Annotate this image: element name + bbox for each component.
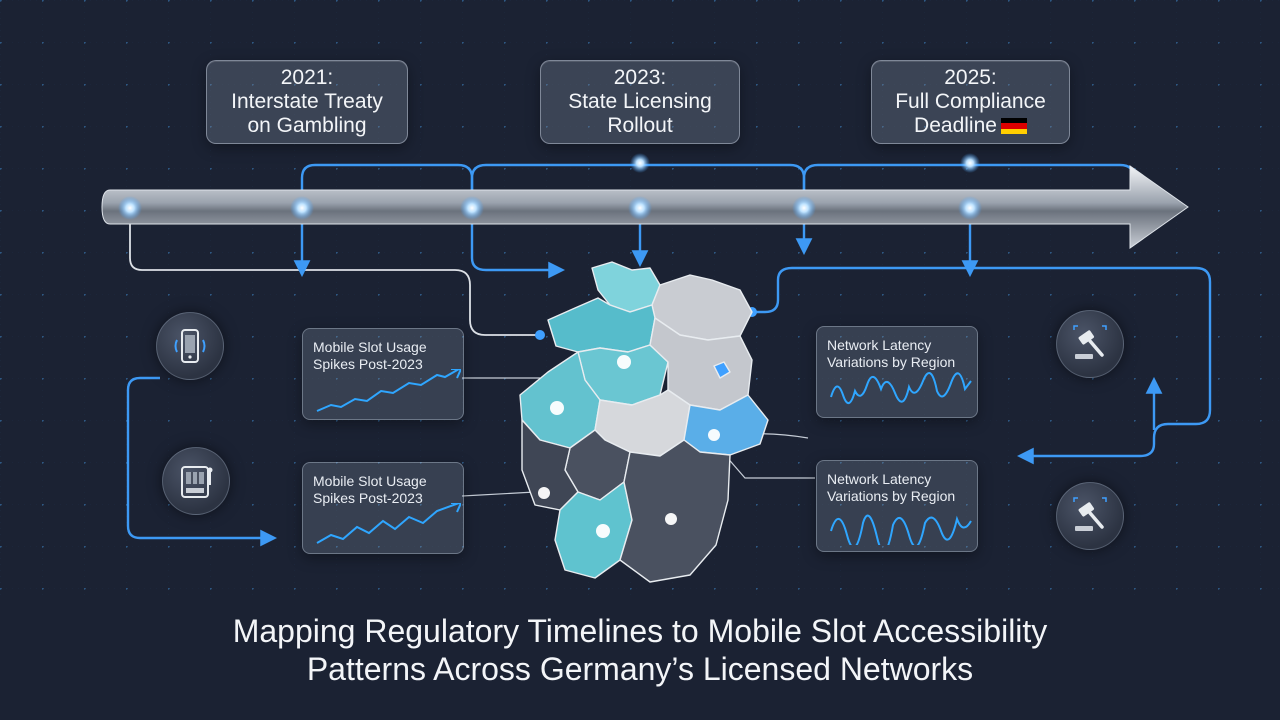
- map-marker: [550, 401, 564, 415]
- card-subtitle: Spikes Post-2023: [313, 356, 423, 372]
- milestone-label: Rollout: [607, 114, 673, 137]
- timeline-node: [290, 196, 314, 220]
- milestone-label: Full Compliance: [895, 90, 1046, 113]
- gavel-badge-bottom: [1056, 482, 1124, 550]
- info-card-network-latency-1: Network Latency Variations by Region: [816, 326, 978, 418]
- wave-line-icon: [830, 514, 972, 545]
- card-title: Mobile Slot Usage: [313, 339, 427, 355]
- slot-machine-icon: [181, 466, 213, 498]
- milestone-year: 2021:: [280, 66, 334, 89]
- milestone-label-text: Deadline: [914, 114, 997, 137]
- card-title: Mobile Slot Usage: [313, 473, 427, 489]
- connector-to-map: [470, 208, 566, 279]
- timeline-node: [792, 196, 816, 220]
- card-subtitle: Spikes Post-2023: [313, 490, 423, 506]
- milestone-year: 2023:: [613, 66, 667, 89]
- map-region-bavaria: [619, 439, 731, 583]
- page-title-line1: Mapping Regulatory Timelines to Mobile S…: [232, 613, 1048, 649]
- map-marker: [665, 513, 677, 525]
- germany-map: [519, 261, 769, 583]
- milestone-year: 2025:: [944, 66, 997, 89]
- info-card-network-latency-2: Network Latency Variations by Region: [816, 460, 978, 552]
- connector-left-loop-arrow: [126, 376, 278, 547]
- milestone-label: Deadline: [872, 114, 1069, 138]
- connector-to-mobile-card: [129, 208, 540, 336]
- map-marker: [617, 355, 631, 369]
- milestone-2025: 2025: Full Compliance Deadline: [871, 60, 1070, 144]
- milestone-2023: 2023: State Licensing Rollout: [540, 60, 740, 144]
- map-region-berlin: [713, 361, 731, 379]
- wave-line-icon: [830, 372, 972, 404]
- page-title-line2: Patterns Across Germany’s Licensed Netwo…: [306, 651, 974, 687]
- germany-flag-icon: [1000, 118, 1027, 134]
- connector-card2-map: [461, 491, 536, 497]
- card-subtitle: Variations by Region: [827, 488, 956, 504]
- gavel-icon: [1073, 497, 1107, 531]
- map-markers: [538, 355, 720, 538]
- trend-line-icon: [316, 369, 461, 412]
- timeline-node: [460, 196, 484, 220]
- map-marker: [708, 429, 720, 441]
- gavel-icon: [1073, 325, 1107, 359]
- timeline-node: [958, 196, 982, 220]
- page-title: Mapping Regulatory Timelines to Mobile S…: [0, 612, 1280, 688]
- milestone-label: State Licensing: [568, 90, 712, 113]
- smartphone-badge: [156, 312, 224, 380]
- timeline-node-top: [960, 153, 980, 173]
- card-title: Network Latency: [827, 471, 932, 487]
- slot-machine-badge: [162, 447, 230, 515]
- trend-line-icon: [316, 503, 461, 544]
- map-marker: [538, 487, 550, 499]
- timeline-node: [118, 196, 142, 220]
- connector-junction: [535, 330, 545, 340]
- map-marker: [596, 524, 610, 538]
- milestone-label: Interstate Treaty: [231, 90, 383, 113]
- gavel-badge-top: [1056, 310, 1124, 378]
- card-title: Network Latency: [827, 337, 932, 353]
- connector-map-to-right: [750, 266, 1212, 465]
- smartphone-icon: [174, 329, 206, 363]
- milestone-2021: 2021: Interstate Treaty on Gambling: [206, 60, 408, 144]
- info-card-mobile-usage-2: Mobile Slot Usage Spikes Post-2023: [302, 462, 464, 554]
- timeline-node-top: [630, 153, 650, 173]
- timeline-node: [628, 196, 652, 220]
- milestone-label: on Gambling: [247, 114, 367, 137]
- timeline-nodes: [118, 153, 982, 340]
- card-subtitle: Variations by Region: [827, 354, 956, 370]
- connector-left-loop: [300, 163, 474, 208]
- info-card-mobile-usage-1: Mobile Slot Usage Spikes Post-2023: [302, 328, 464, 420]
